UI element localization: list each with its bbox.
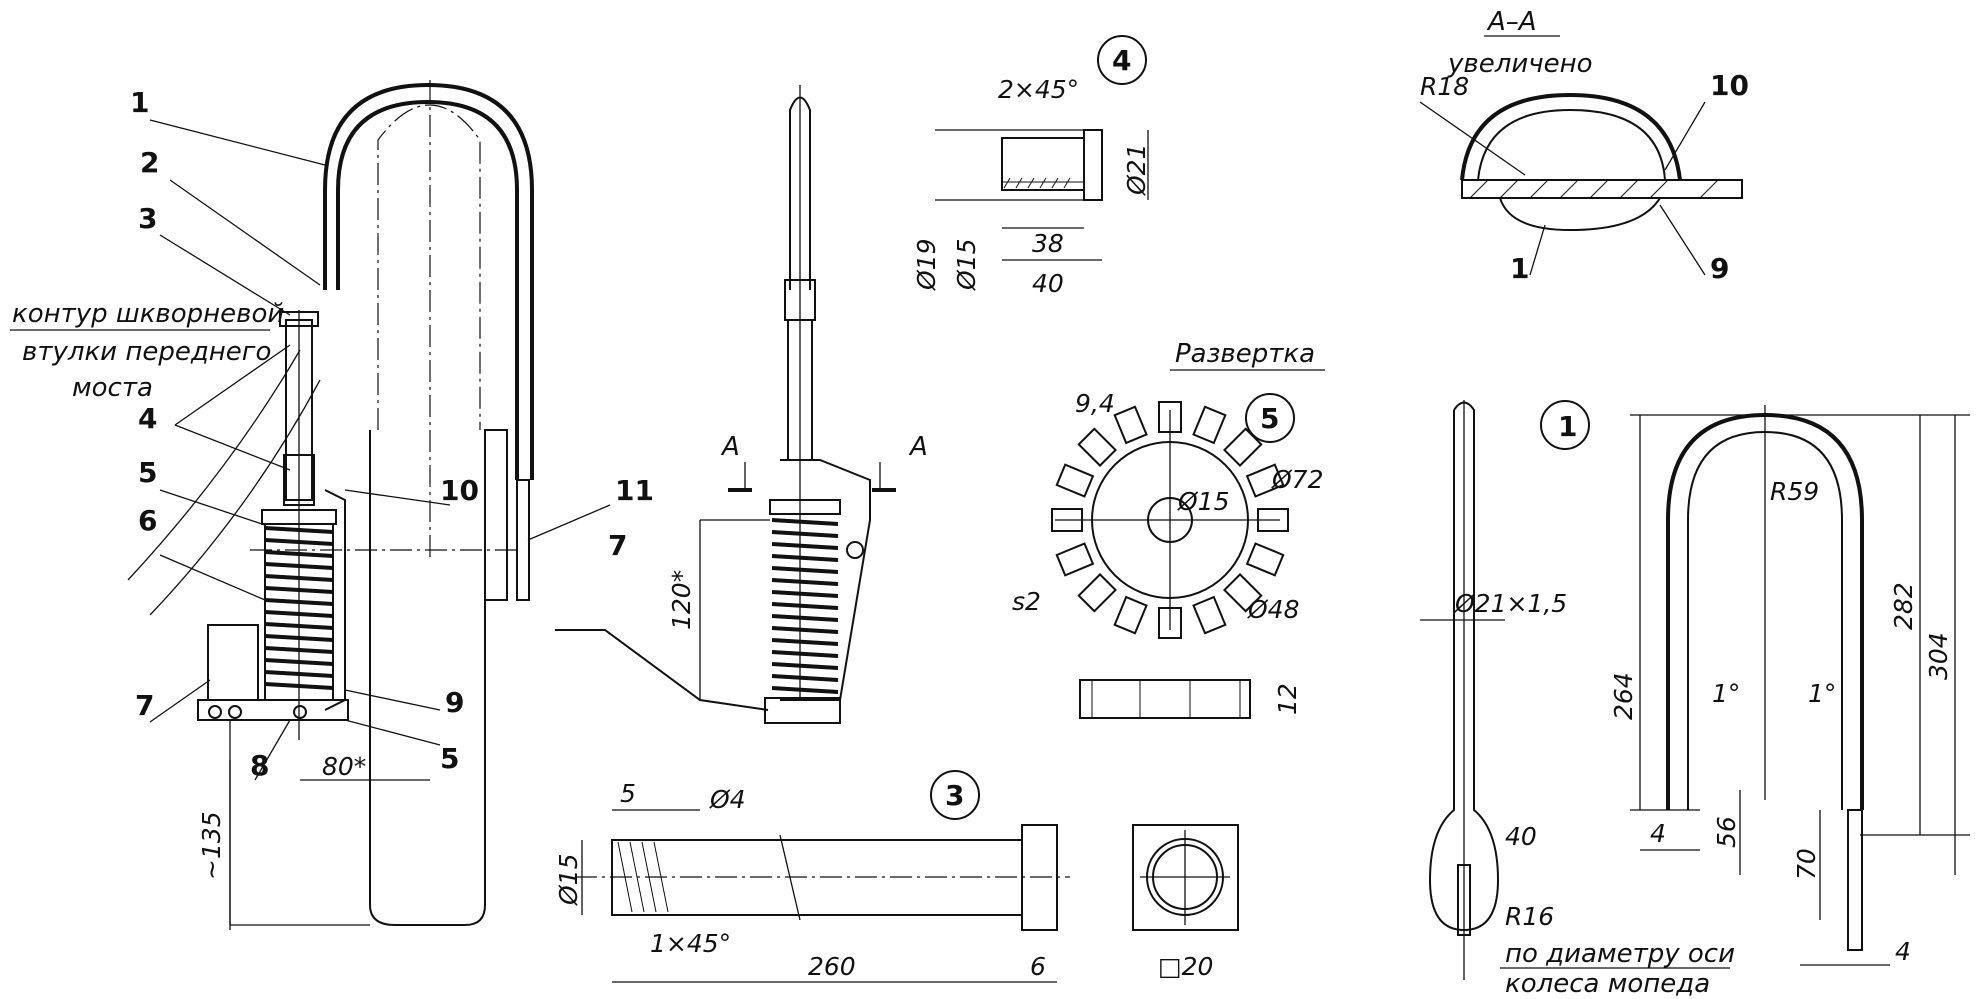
washer-tooth	[1113, 405, 1148, 445]
part1-l40: 40	[1505, 822, 1537, 851]
callout-9: 9	[445, 686, 464, 719]
callout-10: 10	[440, 474, 479, 507]
part1-d21: Ø21×1,5	[1454, 589, 1567, 618]
main-callouts: 1 2 3 4 5 6 7 8 9 10 11 5 7 контур шквор…	[10, 86, 654, 880]
callout-5b: 5	[440, 742, 459, 775]
section-a-a: A–A увеличено R18 10 1 9	[1419, 7, 1749, 285]
part3-d5: 5	[620, 779, 636, 808]
part1-w4b: 4	[1895, 937, 1911, 966]
callout-8: 8	[250, 749, 269, 782]
side-view: A A 120*	[555, 85, 928, 724]
washer-tooth	[1192, 405, 1227, 445]
washer-tooth	[1077, 573, 1117, 613]
part5-title: Развертка	[1175, 339, 1315, 369]
callout-2: 2	[140, 146, 159, 179]
washer-tooth	[1055, 542, 1095, 577]
part5-h12: 12	[1273, 683, 1302, 715]
part3-d260: 260	[808, 952, 856, 981]
washer-tooth	[1223, 427, 1263, 467]
spring-coils	[264, 524, 334, 700]
section-c10: 10	[1710, 69, 1749, 102]
callout-4: 4	[138, 402, 157, 435]
part4-d15: Ø15	[952, 239, 981, 292]
callout-11: 11	[615, 474, 654, 507]
part-1-bracket: 1 Ø21×1,5 40 R16 по диаметру оси колеса …	[1420, 400, 1970, 999]
washer-tooth	[1245, 463, 1285, 498]
part1-id: 1	[1558, 410, 1577, 443]
part5-s2: s2	[1012, 587, 1041, 616]
part5-d15: Ø15	[1177, 487, 1230, 516]
section-subtitle: увеличено	[1447, 49, 1593, 79]
part4-d21: Ø21	[1122, 144, 1151, 197]
washer-tooth	[1192, 595, 1227, 635]
main-assembly-view	[127, 80, 611, 930]
dim-120: 120*	[667, 570, 696, 630]
section-title: A–A	[1486, 7, 1537, 37]
part1-h282: 282	[1889, 582, 1918, 630]
part3-d15: Ø15	[554, 854, 583, 907]
washer-tooth	[1077, 427, 1117, 467]
part4-id: 4	[1112, 44, 1131, 77]
callout-6: 6	[138, 504, 157, 537]
washer-tooth	[1113, 595, 1148, 635]
part1-ang1b: 1°	[1808, 679, 1836, 708]
part4-d19: Ø19	[912, 239, 941, 292]
part3-chamfer: 1×45°	[650, 929, 731, 958]
part3-d6: 6	[1030, 952, 1046, 981]
part5-id: 5	[1260, 402, 1279, 435]
section-c9: 9	[1710, 252, 1729, 285]
section-mark-right: A	[908, 432, 928, 462]
part1-r59: R59	[1770, 477, 1819, 506]
callout-1: 1	[130, 86, 149, 119]
part1-h264: 264	[1609, 672, 1638, 720]
washer-tooth	[1055, 463, 1095, 498]
callout-3: 3	[138, 202, 157, 235]
part5-d72: Ø72	[1271, 465, 1324, 494]
part1-ang1a: 1°	[1712, 679, 1740, 708]
part-5-washer: Развертка 5 9,4 Ø15 Ø72 Ø48 s2 12	[1012, 339, 1325, 719]
part1-note-2: колеса мопеда	[1505, 969, 1710, 999]
washer-teeth	[1051, 401, 1289, 639]
part1-r16: R16	[1505, 902, 1554, 931]
part3-d4: Ø4	[709, 785, 746, 814]
part4-l40: 40	[1032, 269, 1064, 298]
part-3-bolt: 3 5 Ø4 Ø15 1×45° 260 6 □20	[554, 770, 1239, 983]
part4-l38: 38	[1032, 229, 1064, 258]
part3-id: 3	[945, 779, 964, 812]
note-line-2: втулки переднего	[22, 337, 271, 367]
callout-7: 7	[135, 689, 154, 722]
washer-tooth	[1245, 542, 1285, 577]
side-spring-coils	[771, 518, 839, 694]
section-c1: 1	[1510, 252, 1529, 285]
callout-7b: 7	[608, 529, 627, 562]
section-r18: R18	[1420, 72, 1469, 101]
part3-d20: □20	[1158, 952, 1213, 981]
washer-tooth	[1223, 573, 1263, 613]
part5-d94: 9,4	[1075, 389, 1115, 418]
note-line-3: моста	[72, 373, 153, 403]
part4-chamfer: 2×45°	[998, 75, 1079, 104]
part1-h56: 56	[1712, 816, 1741, 848]
part5-d48: Ø48	[1247, 595, 1300, 624]
part1-h304: 304	[1924, 632, 1953, 680]
callout-5: 5	[138, 456, 157, 489]
dim-135: ~135	[197, 811, 226, 880]
part-4-bushing: 4 2×45° Ø21 Ø19 Ø15 38 40	[912, 35, 1151, 298]
part1-w4a: 4	[1650, 819, 1666, 848]
part1-h70: 70	[1792, 848, 1821, 880]
part1-note-1: по диаметру оси	[1505, 939, 1735, 969]
note-line-1: контур шкворневой	[12, 299, 284, 329]
section-mark-left: A	[720, 432, 740, 462]
dim-80: 80*	[322, 752, 366, 781]
